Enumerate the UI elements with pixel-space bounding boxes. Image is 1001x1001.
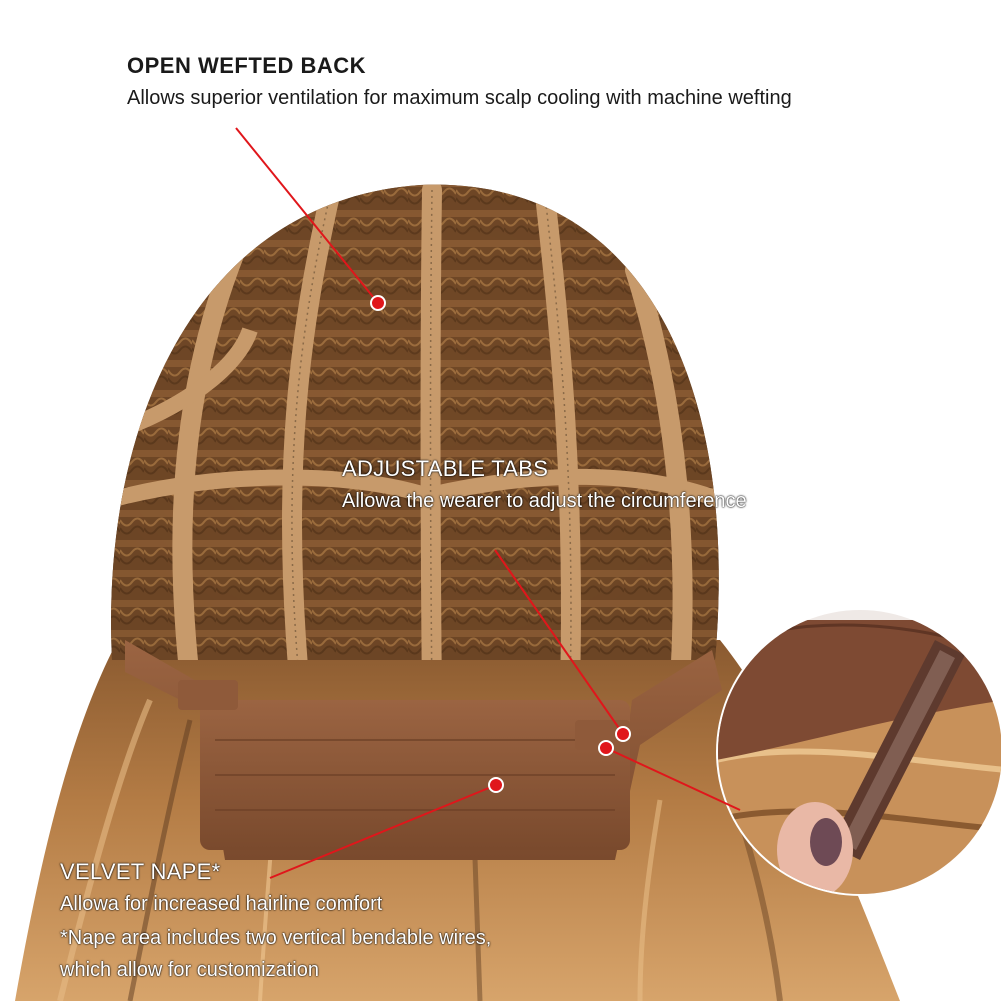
open-wefted-back-description: Allows superior ventilation for maximum …	[127, 87, 792, 109]
wig-cap	[111, 184, 719, 660]
open-wefted-back-heading: OPEN WEFTED BACK	[127, 53, 366, 78]
pointer-line-open-wefted-back	[235, 127, 379, 304]
velvet-nape-footnote-line1: *Nape area includes two vertical bendabl…	[60, 927, 492, 949]
velvet-nape-description: Allowa for increased hairline comfort	[60, 893, 383, 915]
pointer-line-inset	[605, 747, 741, 811]
inset-closeup	[716, 608, 1001, 896]
pointer-dot-open-wefted-back	[370, 295, 386, 311]
pointer-dot-adjustable-tabs	[615, 726, 631, 742]
adjustable-tabs-heading: ADJUSTABLE TABS	[342, 456, 549, 481]
adjustable-tabs-description: Allowa the wearer to adjust the circumfe…	[342, 490, 747, 512]
pointer-dot-inset	[598, 740, 614, 756]
velvet-nape-heading: VELVET NAPE*	[60, 859, 221, 884]
velvet-nape-footnote-line2: which allow for customization	[60, 959, 319, 981]
pointers	[235, 127, 741, 879]
pointer-line-adjustable-tabs	[494, 549, 624, 735]
right-tab	[575, 720, 630, 750]
left-tab	[178, 680, 238, 710]
pointer-line-velvet-nape	[269, 784, 497, 879]
pointer-dot-velvet-nape	[488, 777, 504, 793]
velvet-nape-band	[125, 640, 722, 860]
